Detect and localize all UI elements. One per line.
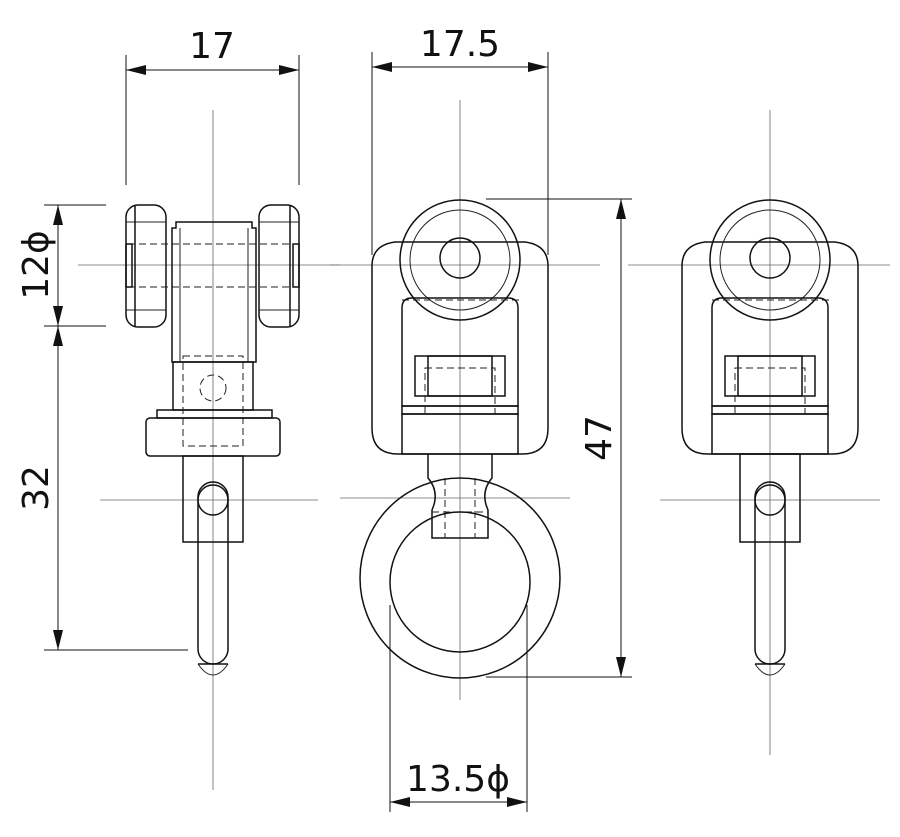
side-bracket-body (171, 221, 257, 363)
dim-arrow (126, 65, 146, 75)
dim-ring-label: 13.5ϕ (406, 759, 510, 800)
dim-arrow (53, 306, 63, 326)
side-pivot-hidden (182, 355, 244, 447)
rear-pin-tip-curve (754, 663, 786, 676)
side-collar (156, 409, 273, 419)
rear-inner-plate (711, 297, 829, 407)
side-pin-tip-curve (197, 663, 229, 676)
front-inner-plate (401, 297, 519, 407)
rear-stem (739, 453, 801, 543)
side-axle-end (292, 243, 300, 288)
dim-arrow (390, 797, 410, 807)
rear-axle-hole (749, 237, 791, 279)
front-ring-inner (389, 511, 531, 653)
rear-housing (681, 241, 859, 455)
dim-height-label: 47 (579, 415, 620, 461)
rear-swivel-cap (737, 355, 803, 397)
side-view (78, 110, 340, 790)
front-base (401, 413, 519, 455)
dim-arrow (616, 657, 626, 677)
dim-arrow (372, 62, 392, 72)
dim-arrow (528, 62, 548, 72)
rear-pin-head (754, 484, 786, 516)
dim-arrow (616, 199, 626, 219)
front-view (330, 100, 600, 700)
front-swivel-hidden (424, 367, 496, 415)
dim-side-width-label: 17 (189, 26, 235, 67)
dim-arrow (53, 630, 63, 650)
rear-roller (709, 199, 831, 321)
front-roller (399, 199, 521, 321)
front-neck (427, 454, 493, 539)
front-roller-inner (409, 209, 511, 311)
front-swivel-cap (427, 355, 493, 397)
dim-roller-label: 12ϕ (16, 230, 57, 300)
dim-arrow (53, 326, 63, 346)
dim-arrow (53, 205, 63, 225)
dim-stem-label: 32 (16, 465, 57, 511)
dim-arrow (279, 65, 299, 75)
side-axle-end (125, 243, 133, 288)
rear-roller-inner (719, 209, 821, 311)
front-axle-hole (439, 237, 481, 279)
side-stem (182, 455, 244, 543)
rear-swivel-hidden (734, 367, 806, 415)
dim-front-width-label: 17.5 (420, 24, 500, 65)
dim-arrow (507, 797, 527, 807)
side-pin-head (197, 484, 229, 516)
front-ring-outer (359, 477, 561, 679)
side-pivot-hole (199, 374, 227, 402)
front-housing (371, 241, 549, 455)
rear-view (628, 110, 890, 755)
dimensions: 17 17.5 12ϕ 32 47 13.5ϕ (16, 24, 632, 812)
